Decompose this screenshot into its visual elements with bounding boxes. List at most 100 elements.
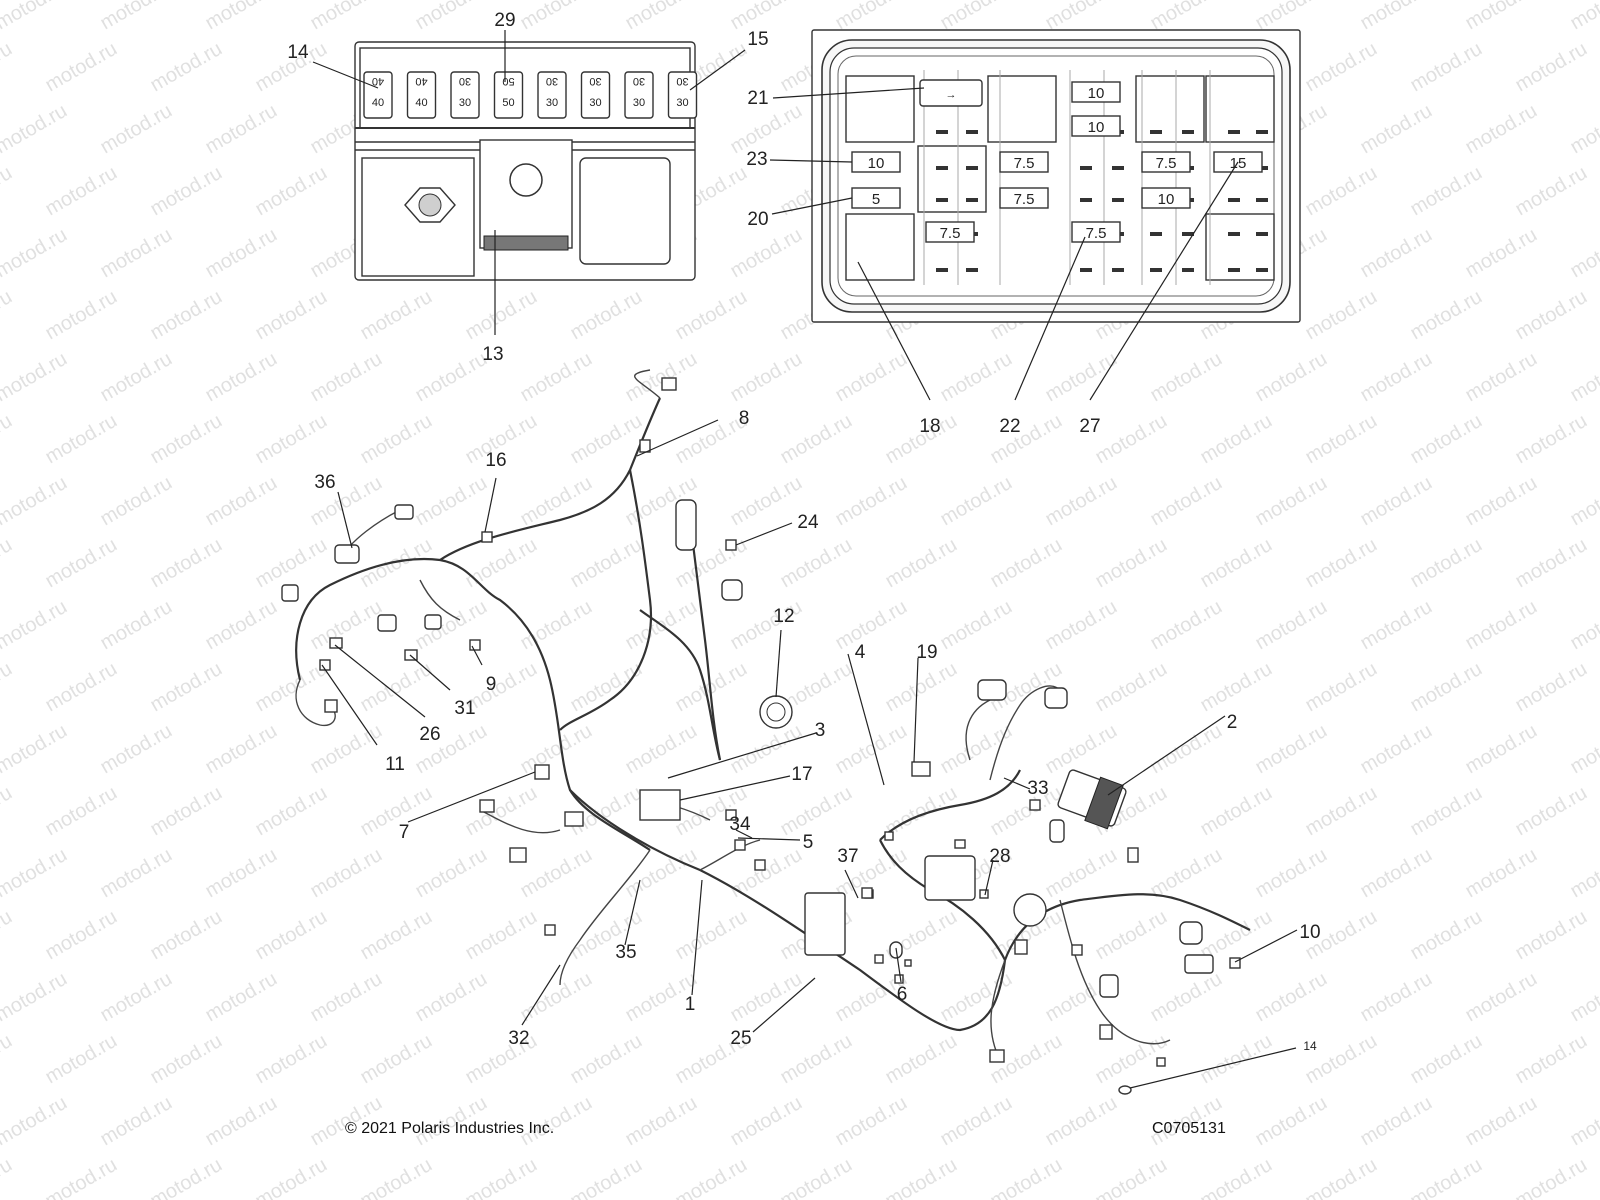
watermark-text: motod.ru: [727, 224, 806, 283]
watermark-text: motod.ru: [1512, 162, 1591, 221]
watermark-text: motod.ru: [97, 348, 176, 407]
callout-labels: 14 29 15 13 21 23 20 18 22 27 8 16 36 24…: [287, 10, 1320, 1053]
callout-23: 23: [746, 149, 767, 170]
watermark-text: motod.ru: [1302, 658, 1381, 717]
watermark-text: motod.ru: [97, 472, 176, 531]
watermark-text: motod.ru: [0, 224, 71, 283]
watermark-text: motod.ru: [1357, 348, 1436, 407]
callout-12: 12: [773, 606, 794, 627]
watermark-text: motod.ru: [252, 1154, 331, 1200]
fuse-relay-box: → 10 10 10 7.5 7.5 7.5 15: [811, 29, 1301, 323]
watermark-text: motod.ru: [42, 410, 121, 469]
watermark-text: motod.ru: [252, 410, 331, 469]
watermark-text: motod.ru: [307, 348, 386, 407]
watermark-text: motod.ru: [97, 968, 176, 1027]
watermark-text: motod.ru: [202, 968, 281, 1027]
svg-text:10: 10: [1088, 119, 1105, 136]
watermark-text: motod.ru: [42, 162, 121, 221]
callout-17: 17: [791, 764, 812, 785]
watermark-text: motod.ru: [462, 1154, 541, 1200]
watermark-text: motod.ru: [1512, 410, 1591, 469]
callout-37: 37: [837, 846, 858, 867]
maxi-fuse-rating: 30: [589, 97, 601, 109]
watermark-text: motod.ru: [1197, 658, 1276, 717]
watermark-text: motod.ru: [1567, 1092, 1600, 1151]
watermark-text: motod.ru: [42, 1154, 121, 1200]
watermark-text: motod.ru: [987, 410, 1066, 469]
watermark-text: motod.ru: [1042, 720, 1121, 779]
watermark-text: motod.ru: [1092, 410, 1171, 469]
watermark-text: motod.ru: [0, 348, 71, 407]
watermark-text: motod.ru: [252, 534, 331, 593]
watermark-text: motod.ru: [0, 720, 71, 779]
watermark-text: motod.ru: [0, 410, 16, 469]
watermark-text: motod.ru: [832, 348, 911, 407]
watermark-text: motod.ru: [147, 906, 226, 965]
watermark-text: motod.ru: [0, 906, 16, 965]
maxi-fuse-rating-inverted: 30: [633, 75, 645, 87]
watermark-text: motod.ru: [1462, 968, 1541, 1027]
watermark-text: motod.ru: [357, 782, 436, 841]
empty-fuse-slot: [1256, 232, 1268, 236]
mini-fuse-10: 7.5: [925, 221, 975, 243]
watermark-text: motod.ru: [1407, 782, 1486, 841]
watermark-text: motod.ru: [1567, 968, 1600, 1027]
watermark-text: motod.ru: [1092, 534, 1171, 593]
callout-22: 22: [999, 416, 1020, 437]
watermark-text: motod.ru: [1302, 1154, 1381, 1200]
watermark-text: motod.ru: [1042, 1092, 1121, 1151]
watermark-text: motod.ru: [777, 1030, 856, 1089]
watermark-text: motod.ru: [1567, 472, 1600, 531]
svg-text:→: →: [946, 89, 957, 101]
watermark-text: motod.ru: [97, 1092, 176, 1151]
watermark-text: motod.ru: [777, 782, 856, 841]
watermark-text: motod.ru: [147, 658, 226, 717]
mini-fuse-3: 10: [851, 151, 901, 173]
watermark-text: motod.ru: [1252, 348, 1331, 407]
callout-29: 29: [494, 10, 515, 31]
maxi-fuse-rating-inverted: 50: [502, 75, 514, 87]
callout-6: 6: [897, 984, 908, 1005]
watermark-text: motod.ru: [252, 1030, 331, 1089]
watermark-text: motod.ru: [937, 348, 1016, 407]
watermark-text: motod.ru: [97, 720, 176, 779]
mini-fuse-6: 7.5: [1141, 151, 1191, 173]
watermark-text: motod.ru: [97, 0, 176, 34]
watermark-text: motod.ru: [1302, 410, 1381, 469]
mini-fuse-1: 10: [1071, 81, 1121, 103]
watermark-text: motod.ru: [1512, 1154, 1591, 1200]
watermark-text: motod.ru: [567, 658, 646, 717]
watermark-text: motod.ru: [1147, 0, 1226, 34]
empty-fuse-slot: [936, 130, 948, 134]
watermark-text: motod.ru: [1042, 0, 1121, 34]
svg-text:15: 15: [1230, 155, 1247, 172]
empty-fuse-slot: [1228, 198, 1240, 202]
watermark-text: motod.ru: [882, 1030, 961, 1089]
copyright-text: © 2021 Polaris Industries Inc.: [345, 1120, 554, 1137]
watermark-text: motod.ru: [0, 38, 16, 97]
watermark-text: motod.ru: [1357, 1092, 1436, 1151]
watermark-text: motod.ru: [97, 224, 176, 283]
empty-fuse-slot: [936, 166, 948, 170]
watermark-text: motod.ru: [147, 410, 226, 469]
watermark-text: motod.ru: [1302, 162, 1381, 221]
watermark-text: motod.ru: [1357, 844, 1436, 903]
watermark-text: motod.ru: [1302, 534, 1381, 593]
watermark-text: motod.ru: [0, 1092, 71, 1151]
svg-text:7.5: 7.5: [940, 225, 961, 242]
watermark-text: motod.ru: [412, 0, 491, 34]
watermark-text: motod.ru: [412, 472, 491, 531]
svg-text:7.5: 7.5: [1086, 225, 1107, 242]
watermark-text: motod.ru: [987, 1154, 1066, 1200]
callout-13: 13: [482, 344, 503, 365]
watermark-text: motod.ru: [252, 906, 331, 965]
watermark-text: motod.ru: [1512, 534, 1591, 593]
watermark-text: motod.ru: [1407, 286, 1486, 345]
maxi-fuse-rating-inverted: 30: [589, 75, 601, 87]
watermark-text: motod.ru: [1252, 844, 1331, 903]
